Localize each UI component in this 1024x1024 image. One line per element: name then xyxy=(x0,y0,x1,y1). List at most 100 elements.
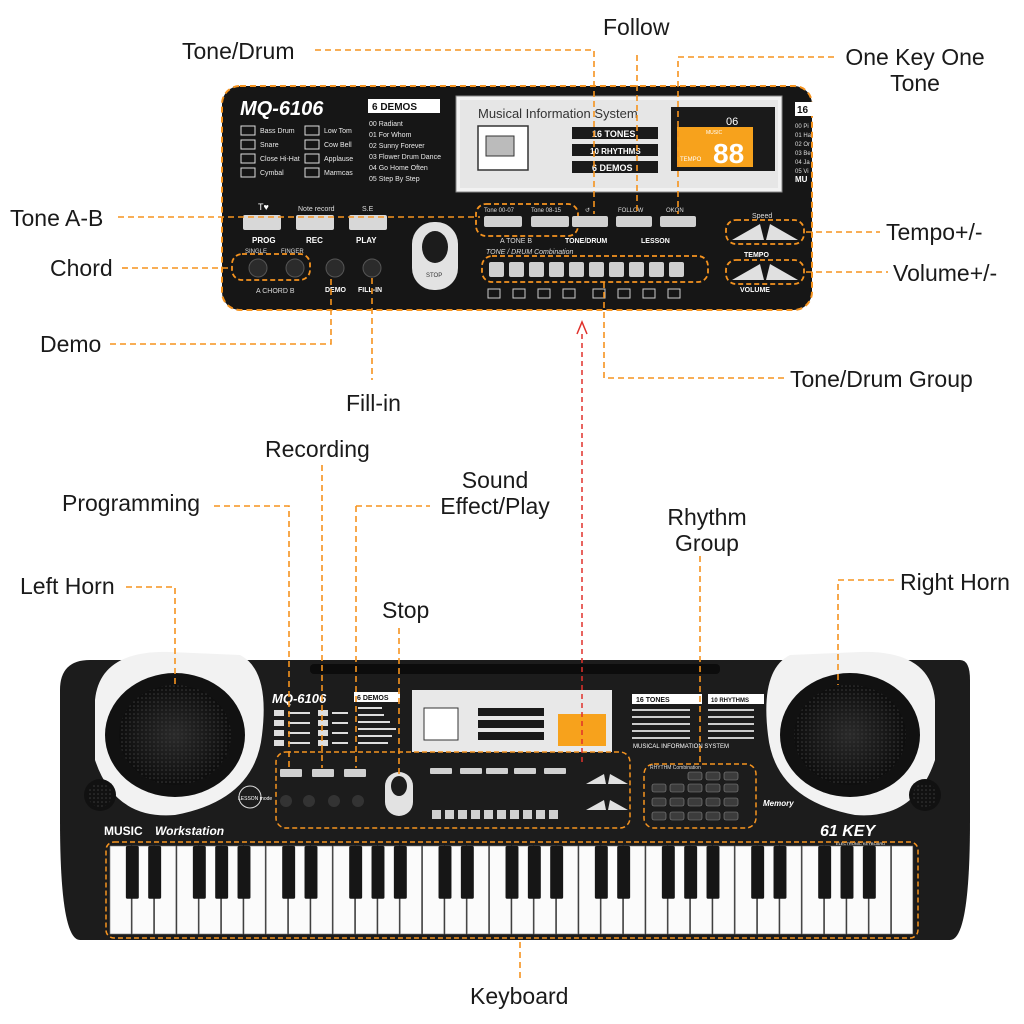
black-key[interactable] xyxy=(840,846,854,899)
svg-text:VOLUME: VOLUME xyxy=(740,287,770,294)
black-key[interactable] xyxy=(393,846,407,899)
black-key[interactable] xyxy=(661,846,675,899)
demo-item: 02 Sunny Forever xyxy=(369,143,425,150)
black-key[interactable] xyxy=(594,846,608,899)
svg-text:Memory: Memory xyxy=(763,799,794,808)
black-key[interactable] xyxy=(148,846,162,899)
black-key[interactable] xyxy=(617,846,631,899)
black-key[interactable] xyxy=(818,846,832,899)
panel-drum-list: Bass Drum Snare Close Hi-Hat Cymbal Low … xyxy=(240,125,353,178)
callout-stop: Stop xyxy=(382,597,430,623)
tempo-down-button[interactable] xyxy=(732,224,764,240)
tone-drum-button[interactable] xyxy=(572,216,608,227)
demo-item: 01 For Whom xyxy=(369,132,412,139)
drum-item: Bass Drum xyxy=(260,128,295,135)
callout-left-horn: Left Horn xyxy=(20,573,115,599)
svg-text:ELECTRONIC KEYBOARD: ELECTRONIC KEYBOARD xyxy=(836,841,885,846)
black-key[interactable] xyxy=(371,846,385,899)
prog-button[interactable] xyxy=(243,215,281,230)
tone-b-button[interactable] xyxy=(531,216,569,227)
black-key[interactable] xyxy=(505,846,519,899)
black-key[interactable] xyxy=(282,846,296,899)
leader-lines xyxy=(110,49,894,980)
play-button[interactable] xyxy=(349,215,387,230)
svg-text:Speed: Speed xyxy=(752,213,772,220)
zoomed-control-panel: MQ-6106 6 DEMOS Bass Drum Snare Close Hi… xyxy=(221,85,815,311)
svg-text:RHYTHM Combination: RHYTHM Combination xyxy=(650,765,701,771)
svg-text:↺: ↺ xyxy=(585,207,590,214)
svg-text:05 Vi: 05 Vi xyxy=(795,169,809,175)
svg-text:STOP: STOP xyxy=(426,273,442,279)
panel-combination-group xyxy=(481,255,709,299)
rec-button[interactable] xyxy=(296,215,334,230)
volume-down-button[interactable] xyxy=(732,264,764,280)
volume-up-button[interactable] xyxy=(766,264,798,280)
drum-item: Applause xyxy=(324,156,353,163)
screen-title: Musical Information System xyxy=(478,106,638,121)
drum-item: Cow Bell xyxy=(324,142,352,149)
panel-prog-rec-play: T♥ Note record S.E PROG REC PLAY xyxy=(243,202,387,245)
black-key[interactable] xyxy=(527,846,541,899)
svg-text:LESSON: LESSON xyxy=(641,238,670,245)
svg-text:TEMPO: TEMPO xyxy=(744,252,769,259)
svg-text:FOLLOW: FOLLOW xyxy=(618,208,644,214)
black-key[interactable] xyxy=(773,846,787,899)
black-key[interactable] xyxy=(125,846,139,899)
left-horn xyxy=(84,651,264,816)
panel-side-list: 16 00 Pi 01 Ha 02 Or 03 Be 04 Ja 05 Vi M… xyxy=(795,102,815,184)
drum-item: Close Hi-Hat xyxy=(260,156,300,163)
svg-text:T♥: T♥ xyxy=(258,202,269,212)
okon-button[interactable] xyxy=(660,216,696,227)
svg-text:DEMO: DEMO xyxy=(325,287,347,294)
demo-button[interactable] xyxy=(325,258,345,278)
piano-keys xyxy=(109,845,914,935)
drum-item: Marmcas xyxy=(324,170,353,177)
panel-stop-button[interactable]: STOP xyxy=(412,222,458,290)
callout-one-key-line1: One Key One xyxy=(845,44,985,70)
panel-chord-group: SINGLE FINGER A CHORD B DEMO FILL-IN xyxy=(231,249,382,295)
fill-in-button[interactable] xyxy=(362,258,382,278)
right-horn xyxy=(766,651,941,816)
black-key[interactable] xyxy=(751,846,765,899)
svg-text:S.E: S.E xyxy=(362,206,374,213)
svg-text:03 Be: 03 Be xyxy=(795,151,811,157)
tempo-up-button[interactable] xyxy=(766,224,798,240)
callout-tone-ab: Tone A-B xyxy=(10,205,104,231)
callout-rhythm-line2: Group xyxy=(675,530,739,556)
black-key[interactable] xyxy=(438,846,452,899)
follow-button[interactable] xyxy=(616,216,652,227)
key-count-label: 61 KEY xyxy=(820,823,876,840)
screen-badge: 6 DEMOS xyxy=(592,163,633,173)
black-key[interactable] xyxy=(215,846,229,899)
drum-item: Low Tom xyxy=(324,128,352,135)
svg-text:TONE/DRUM: TONE/DRUM xyxy=(565,238,607,245)
screen-badge: 16 TONES xyxy=(592,129,635,139)
drum-item: Cymbal xyxy=(260,170,284,177)
callout-rhythm-group: Rhythm Group xyxy=(652,504,762,556)
svg-text:FINGER: FINGER xyxy=(281,249,304,255)
callout-recording: Recording xyxy=(265,436,370,462)
svg-text:16 TONES: 16 TONES xyxy=(636,697,670,704)
tone-a-button[interactable] xyxy=(484,216,522,227)
black-key[interactable] xyxy=(684,846,698,899)
drum-item: Snare xyxy=(260,142,279,149)
callout-chord: Chord xyxy=(50,255,113,281)
svg-text:6 DEMOS: 6 DEMOS xyxy=(357,695,389,702)
black-key[interactable] xyxy=(862,846,876,899)
black-key[interactable] xyxy=(460,846,474,899)
demo-item: 04 Go Home Often xyxy=(369,165,428,172)
black-key[interactable] xyxy=(550,846,564,899)
svg-text:OKON: OKON xyxy=(666,208,684,214)
black-key[interactable] xyxy=(349,846,363,899)
demo-item: 00 Radiant xyxy=(369,121,403,128)
finger-button[interactable] xyxy=(285,258,305,278)
panel-model-label: MQ-6106 xyxy=(240,98,324,120)
black-key[interactable] xyxy=(706,846,720,899)
display-top-digits: 06 xyxy=(726,116,738,128)
callout-tone-drum-group: Tone/Drum Group xyxy=(790,366,973,392)
black-key[interactable] xyxy=(237,846,251,899)
single-button[interactable] xyxy=(248,258,268,278)
black-key[interactable] xyxy=(304,846,318,899)
white-key[interactable] xyxy=(891,845,914,935)
black-key[interactable] xyxy=(192,846,206,899)
